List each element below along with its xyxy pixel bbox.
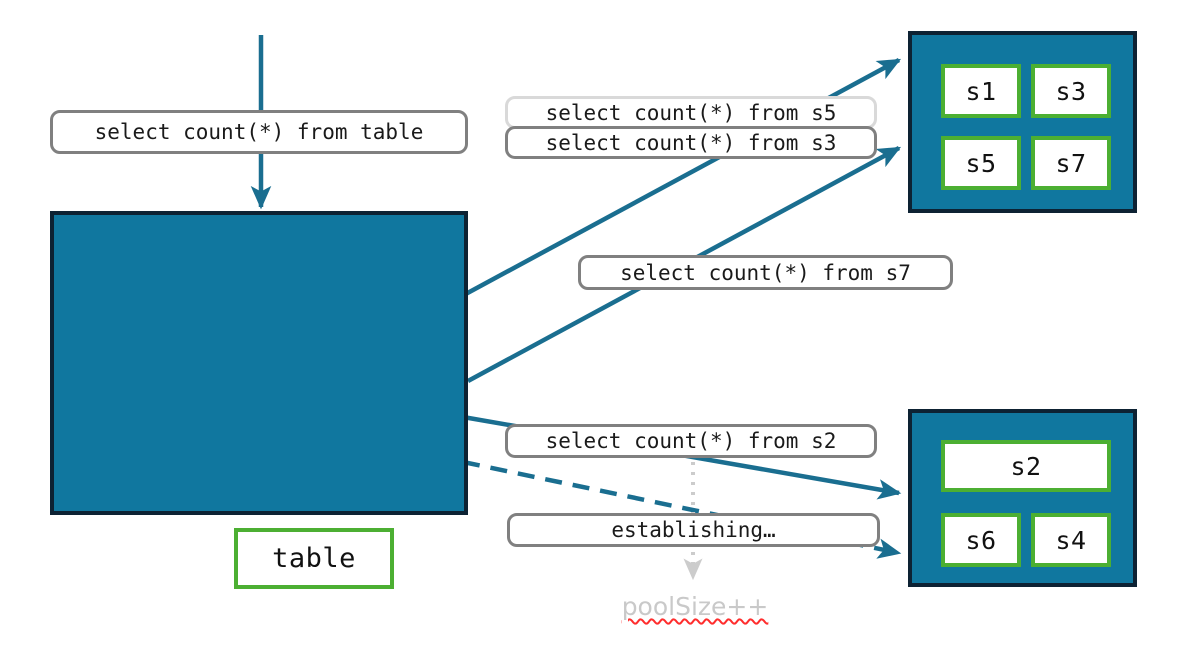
query-label-s7-text: select count(*) from s7	[620, 260, 911, 285]
query-label-table-text: select count(*) from table	[94, 120, 424, 144]
shard-box-s6[interactable]: s6	[941, 513, 1021, 567]
query-label-s3[interactable]: select count(*) from s3	[505, 126, 877, 159]
query-label-s2-text: select count(*) from s2	[545, 429, 837, 453]
query-label-s2[interactable]: select count(*) from s2	[505, 424, 877, 458]
shard-label-s1: s1	[965, 76, 997, 106]
query-label-table[interactable]: select count(*) from table	[50, 110, 468, 154]
shard-label-s3: s3	[1055, 76, 1087, 106]
shard-label-s7: s7	[1055, 148, 1087, 178]
shard-box-s3[interactable]: s3	[1031, 64, 1111, 118]
query-label-s7[interactable]: select count(*) from s7	[578, 255, 953, 290]
status-label-establishing-text: establishing…	[611, 518, 776, 542]
shard-box-s4[interactable]: s4	[1031, 513, 1111, 567]
shard-label-s4: s4	[1055, 525, 1087, 555]
shard-box-s7[interactable]: s7	[1031, 136, 1111, 190]
query-label-s5[interactable]: select count(*) from s5	[505, 96, 877, 129]
shard-box-s5[interactable]: s5	[941, 136, 1021, 190]
table-node[interactable]: table	[50, 211, 468, 589]
shard-label-s5: s5	[965, 148, 997, 178]
table-leaf-label: table	[272, 543, 356, 574]
shard-group-top[interactable]: s1 s3 s5 s7	[908, 31, 1137, 213]
poolsize-annotation-text: poolSize++	[621, 592, 769, 621]
shard-group-bottom[interactable]: s2 s6 s4	[908, 409, 1137, 587]
table-leaf-box[interactable]: table	[234, 528, 394, 589]
query-label-s5-text: select count(*) from s5	[545, 100, 837, 125]
shard-box-s1[interactable]: s1	[941, 64, 1021, 118]
query-label-s3-text: select count(*) from s3	[545, 130, 837, 155]
shard-box-s2[interactable]: s2	[941, 440, 1111, 492]
status-label-establishing[interactable]: establishing…	[507, 513, 880, 547]
poolsize-annotation: poolSize++	[600, 592, 790, 621]
shard-label-s2: s2	[1010, 451, 1042, 481]
shard-label-s6: s6	[965, 525, 997, 555]
